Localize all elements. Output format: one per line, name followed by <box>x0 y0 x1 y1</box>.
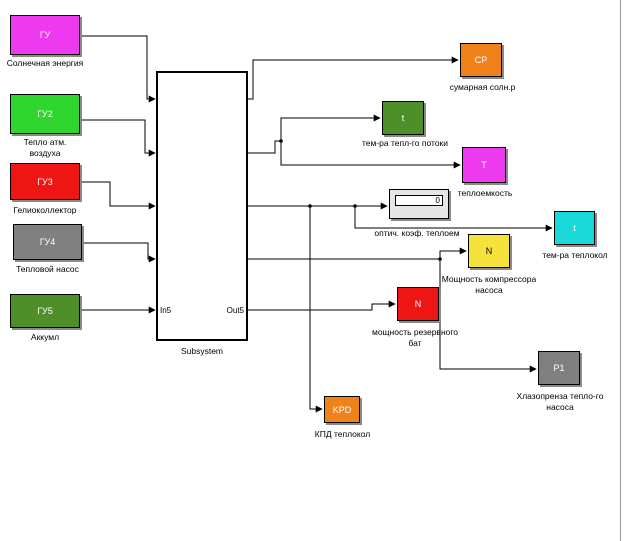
junction-dot <box>279 139 283 143</box>
label-cp: сумарная солн.р <box>449 82 516 92</box>
block-cp[interactable]: CP <box>460 43 502 77</box>
label-t2: тем-ра теплокол <box>542 250 608 260</box>
block-gu4[interactable]: ГУ4 <box>13 224 82 260</box>
block-gu1[interactable]: ГУ <box>10 15 80 55</box>
junction-dot <box>438 257 442 261</box>
block-t1[interactable]: t <box>382 101 424 135</box>
line-t2 <box>354 206 553 232</box>
block-gu2[interactable]: ГУ2 <box>10 94 80 134</box>
label-gu1: Солнечная энергия <box>6 58 84 68</box>
label-N1: Мощность компрессора насоса <box>441 274 537 295</box>
display-value: 0 <box>395 195 443 206</box>
line-T <box>280 141 461 169</box>
line-gu2 <box>81 119 156 157</box>
label-T: теплоемкость <box>457 188 513 198</box>
junction-dot <box>308 204 312 208</box>
subsystem-in-port: In5 <box>160 306 172 315</box>
label-kpd: КПД теплокол <box>314 429 371 439</box>
junction-dot <box>353 204 357 208</box>
line-t1 <box>248 114 381 154</box>
label-t1: тем-ра тепл-го потоки <box>361 138 449 148</box>
subsystem-out-port: Out5 <box>226 306 244 315</box>
panel-border <box>620 0 621 541</box>
label-display: оптич. коэф. теплоем <box>374 228 460 238</box>
line-gu4 <box>81 242 156 263</box>
line-kpd <box>309 206 323 413</box>
line-gu1 <box>81 35 156 103</box>
block-kpd[interactable]: KPD <box>324 396 360 423</box>
block-gu5[interactable]: ГУ5 <box>10 294 80 328</box>
label-N2: мощность резервного бат <box>371 327 459 348</box>
label-gu5: Аккумл <box>30 332 60 342</box>
display-block[interactable]: 0 <box>389 189 449 219</box>
block-P1[interactable]: P1 <box>538 351 580 385</box>
block-t2[interactable]: t <box>554 211 595 245</box>
block-gu3[interactable]: ГУ3 <box>10 163 80 200</box>
subsystem-block[interactable]: In5 Out5 <box>156 71 248 341</box>
line-N1 <box>248 247 467 260</box>
line-N2 <box>248 300 396 311</box>
block-N1[interactable]: N <box>468 234 510 268</box>
line-gu3 <box>81 181 156 210</box>
line-P1 <box>439 259 537 373</box>
line-cp <box>248 56 459 100</box>
label-gu3: Гелиоколлектор <box>13 205 77 215</box>
label-P1: Хлазопренза тепло-го насоса <box>516 391 604 412</box>
label-gu2: Тепло атм. воздуха <box>23 137 67 158</box>
subsystem-label: Subsystem <box>180 346 224 356</box>
block-N2[interactable]: N <box>397 287 439 321</box>
label-gu4: Тепловой насос <box>16 264 79 274</box>
block-T[interactable]: T <box>462 147 506 183</box>
